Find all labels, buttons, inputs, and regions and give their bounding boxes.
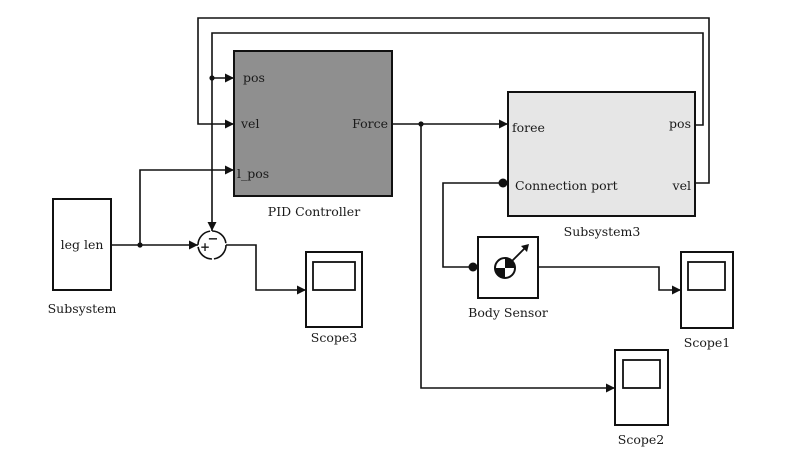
- branch-point-leglen: [137, 242, 143, 248]
- wire-vel-feedback[interactable]: [197, 17, 710, 184]
- sum-minus-sign: −: [208, 232, 219, 247]
- scope1-label: Scope1: [684, 335, 730, 350]
- scope3-label: Scope3: [311, 330, 357, 345]
- wire-leglen-to-lpos[interactable]: [139, 165, 234, 245]
- subsystem3-output-pos: pos: [669, 116, 691, 131]
- pid-controller-block[interactable]: pos vel l_pos Force: [233, 50, 393, 197]
- body-sensor-label: Body Sensor: [468, 305, 548, 320]
- pid-controller-label: PID Controller: [268, 204, 360, 219]
- sum-plus-sign: +: [200, 240, 210, 254]
- subsystem-output-leglen: leg len: [61, 237, 104, 252]
- scope-screen-icon: [312, 261, 356, 291]
- body-sensor-block[interactable]: [477, 236, 539, 299]
- scope2-block[interactable]: [614, 349, 669, 426]
- scope-screen-icon: [622, 359, 661, 389]
- branch-point-pos: [209, 75, 215, 81]
- subsystem3-input-connection-port: Connection port: [515, 178, 618, 193]
- scope1-block[interactable]: [680, 251, 734, 329]
- wire-sensor-to-scope1[interactable]: [538, 266, 681, 295]
- subsystem3-label: Subsystem3: [564, 224, 641, 239]
- pid-output-force: Force: [352, 116, 388, 131]
- branch-point-force: [418, 121, 424, 127]
- wire-force-to-scope2[interactable]: [420, 124, 615, 393]
- pid-input-pos: pos: [243, 70, 265, 85]
- body-sensor-icon: [494, 244, 529, 279]
- pid-input-lpos: l_pos: [237, 166, 269, 181]
- subsystem-label: Subsystem: [48, 301, 117, 316]
- connection-port-dot: [498, 178, 508, 188]
- subsystem3-block[interactable]: foree Connection port pos vel: [507, 91, 696, 217]
- pid-input-vel: vel: [240, 116, 259, 131]
- subsystem3-input-foree: foree: [512, 120, 545, 135]
- scope2-label: Scope2: [618, 432, 664, 447]
- scope3-block[interactable]: [305, 251, 363, 328]
- subsystem3-output-vel: vel: [672, 178, 691, 193]
- sum-block[interactable]: + −: [197, 230, 227, 260]
- scope-screen-icon: [687, 261, 726, 291]
- subsystem-block[interactable]: leg len: [52, 198, 112, 291]
- body-sensor-port-dot: [468, 262, 478, 272]
- wire-connection-port[interactable]: [442, 182, 503, 268]
- wire-pos-feedback[interactable]: [211, 32, 704, 126]
- wire-sum-to-scope3[interactable]: [226, 244, 306, 295]
